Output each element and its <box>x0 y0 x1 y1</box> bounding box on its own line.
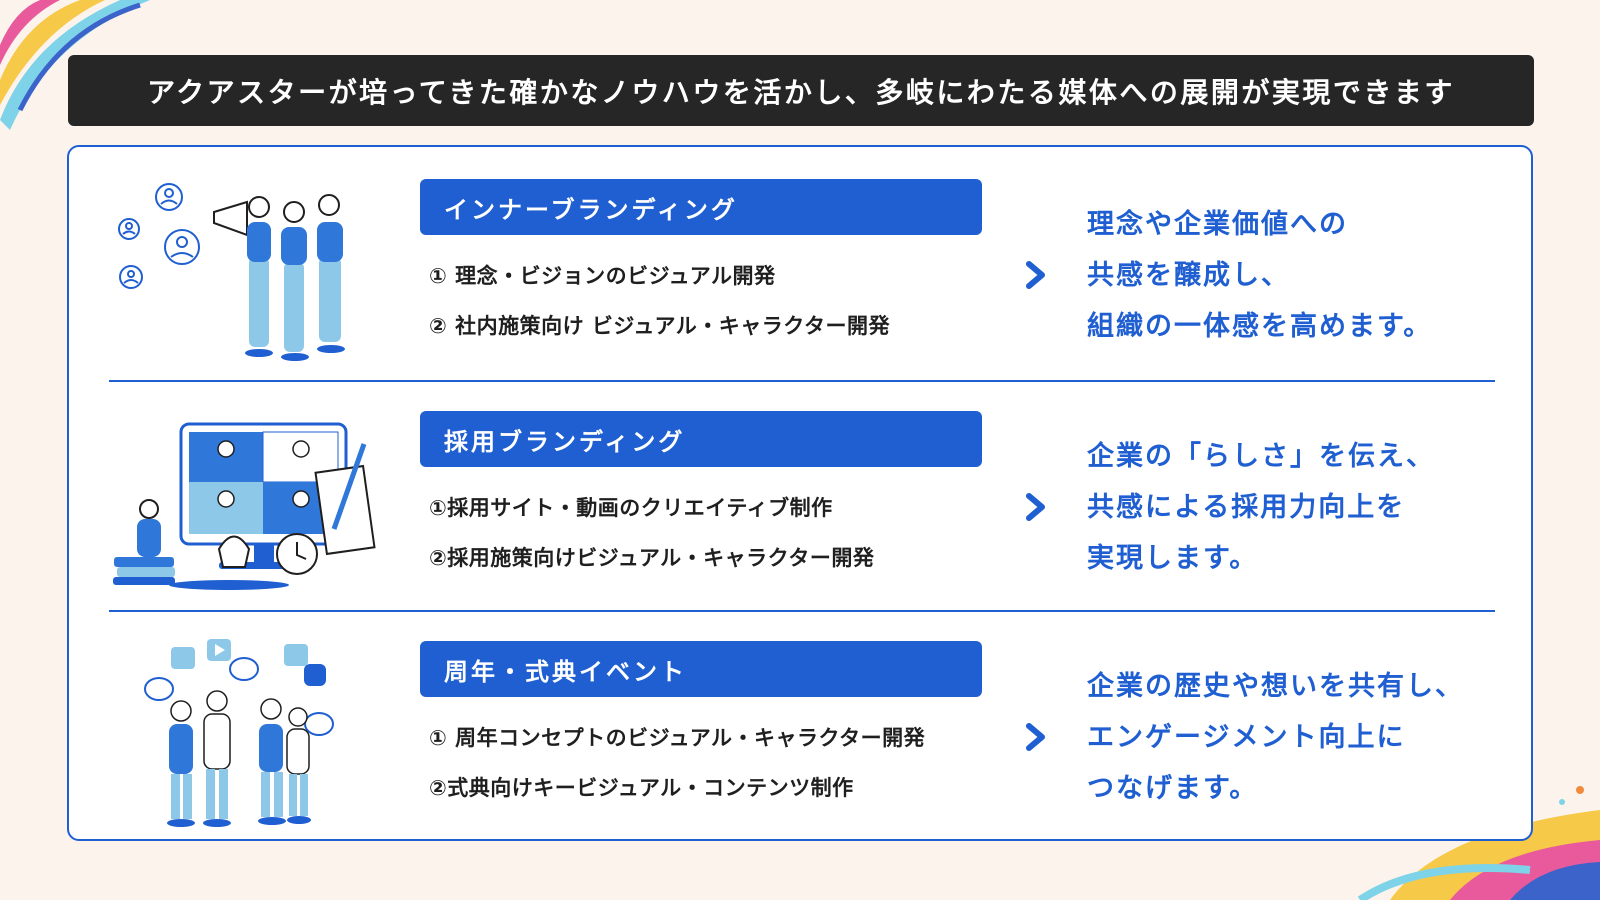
list-item: ②採用施策向けビジュアル・キャラクター開発 <box>429 546 875 570</box>
people-chatting-icon <box>144 639 334 827</box>
section-label: インナーブランディング <box>420 179 982 235</box>
list-item: ①採用サイト・動画のクリエイティブ制作 <box>429 496 833 520</box>
section-recruit-branding: 採用ブランディング ①採用サイト・動画のクリエイティブ制作 ②採用施策向けビジュ… <box>69 379 1531 611</box>
chevron-right-icon <box>1026 493 1045 521</box>
section-divider <box>109 610 1495 612</box>
section-inner-branding: インナーブランディング ① 理念・ビジョンのビジュアル開発 ② 社内施策向け ビ… <box>69 147 1531 379</box>
list-item: ②式典向けキービジュアル・コンテンツ制作 <box>429 776 854 800</box>
section-label: 採用ブランディング <box>420 411 982 467</box>
result-text: 理念や企業価値への 共感を醸成し、 組織の一体感を高めます。 <box>1087 209 1433 342</box>
brush-stroke-decoration <box>0 0 150 130</box>
page-title: アクアスターが培ってきた確かなノウハウを活かし、多岐にわたる媒体への展開が実現で… <box>68 55 1534 126</box>
video-meeting-icon <box>113 422 376 590</box>
section-label: 周年・式典イベント <box>420 641 982 697</box>
chevron-right-icon <box>1026 261 1045 289</box>
result-text: 企業の「らしさ」を伝え、 共感による採用力向上を 実現します。 <box>1087 441 1435 574</box>
section-anniversary-event: 周年・式典イベント ① 周年コンセプトのビジュアル・キャラクター開発 ②式典向け… <box>69 609 1531 841</box>
result-text: 企業の歴史や想いを共有し、 エンゲージメント向上に つなげます。 <box>1087 671 1464 804</box>
list-item: ① 周年コンセプトのビジュアル・キャラクター開発 <box>429 726 926 750</box>
content-card: インナーブランディング ① 理念・ビジョンのビジュアル開発 ② 社内施策向け ビ… <box>67 145 1533 841</box>
chevron-right-icon <box>1026 723 1045 751</box>
megaphone-team-icon <box>118 183 345 361</box>
section-divider <box>109 380 1495 382</box>
list-item: ② 社内施策向け ビジュアル・キャラクター開発 <box>429 314 890 338</box>
list-item: ① 理念・ビジョンのビジュアル開発 <box>429 264 776 288</box>
paint-splash-decoration <box>1357 786 1600 900</box>
